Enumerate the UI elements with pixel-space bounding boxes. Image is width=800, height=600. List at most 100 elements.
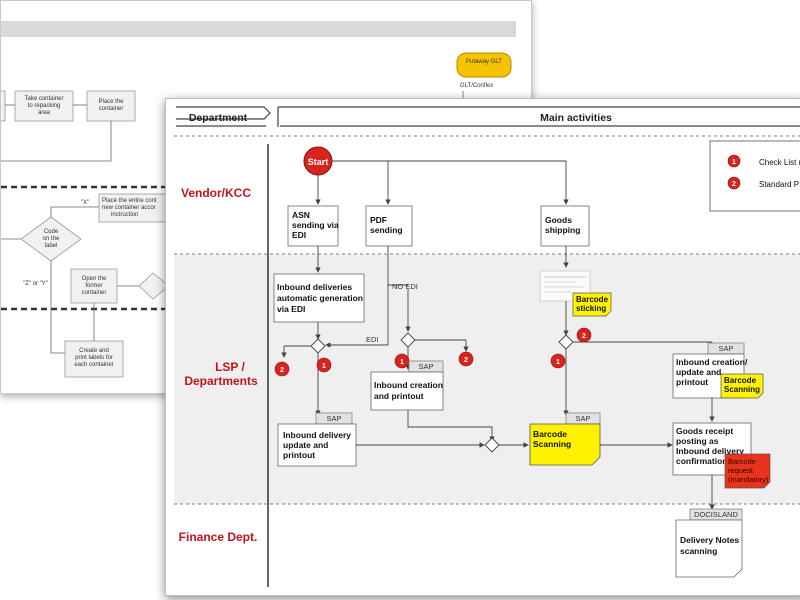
barcode-scanning-small-l1: Barcode [724, 376, 757, 385]
docisland-tab-label: DOCISLAND [694, 510, 738, 519]
delivery-notes-l2: scanning [680, 546, 717, 556]
marker-2a: 2 [280, 367, 284, 374]
take-container-box [14, 90, 74, 122]
place-entire-l3: instruction [111, 212, 138, 218]
barcode-sticking-note [572, 292, 612, 317]
pdf-l2: sending [370, 225, 403, 235]
front-diagram: Department Main activities Vendor/KCC LS… [174, 106, 800, 587]
barcode-request-l1: Barcode [728, 457, 756, 466]
legend-label-1: Check List ( [759, 158, 800, 167]
delivery-notes-l1: Delivery Notes [680, 535, 739, 545]
barcode-request-l2: request [728, 466, 754, 475]
lane-lsp-l2: Departments [184, 374, 258, 388]
legend-num-2: 2 [732, 181, 736, 188]
inbound-creation-update-l1: Inbound creation/ [676, 357, 748, 367]
header-main-activities: Main activities [540, 112, 612, 124]
code-l2: on the [43, 236, 60, 242]
x-label: "X" [81, 200, 89, 206]
inbound-creation-l2: and printout [374, 391, 424, 401]
start-label: Start [308, 157, 329, 167]
pdf-box [365, 205, 413, 247]
back-diagram: Putaway GLT GLT/Conflex Take container t… [1, 21, 531, 378]
pdf-l1: PDF [370, 215, 387, 225]
barcode-scanning-small-l2: Scanning [724, 385, 760, 394]
lane-lsp-l1: LSP / [215, 360, 245, 374]
asn-l2: sending via [292, 220, 339, 230]
front-sheet: Department Main activities Vendor/KCC LS… [165, 98, 800, 596]
lane-finance: Finance Dept. [179, 530, 258, 544]
goods-receipt-l1: Goods receipt [676, 426, 733, 436]
header-department: Department [189, 112, 248, 124]
sap-tab-1-label: SAP [418, 362, 433, 371]
putaway-label: Putaway GLT [466, 59, 502, 65]
lane-vendor: Vendor/KCC [181, 186, 251, 200]
open-former-l1: Open the [82, 276, 107, 282]
sap-tab-2-label: SAP [326, 414, 341, 423]
take-container-l3: area [38, 110, 51, 116]
inbound-auto-l3: via EDI [277, 304, 305, 314]
inbound-creation-l1: Inbound creation [374, 380, 443, 390]
inbound-delivery-update-l3: printout [283, 450, 315, 460]
open-former-box [70, 268, 118, 304]
legend-num-1: 1 [732, 159, 736, 166]
barcode-scanning-small-note [720, 373, 764, 399]
putaway-box [456, 52, 512, 78]
inbound-delivery-update-l1: Inbound delivery [283, 430, 351, 440]
barcode-scanning-main-l1: Barcode [533, 429, 567, 439]
take-container-l2: to repacking [28, 103, 61, 109]
inbound-delivery-update-box [277, 423, 357, 467]
inbound-creation-update-l3: printout [676, 377, 708, 387]
asn-l1: ASN [292, 210, 310, 220]
goods-receipt-l2: posting as [676, 436, 719, 446]
marker-1c: 1 [556, 359, 560, 366]
create-print-box [64, 340, 124, 378]
marker-2b: 2 [464, 357, 468, 364]
goods-receipt-l3: Inbound delivery [676, 446, 744, 456]
barcode-request-l3: (mandatory) [728, 475, 769, 484]
barcode-sticking-l1: Barcode [576, 295, 609, 304]
marker-2c: 2 [582, 333, 586, 340]
marker-1a: 1 [322, 363, 326, 370]
edi-label: EDI [366, 335, 379, 344]
goods-shipping-box [540, 205, 590, 247]
glt-label: GLT/Conflex [460, 83, 493, 89]
legend-label-2: Standard P [759, 180, 799, 189]
sap-tab-3-label: SAP [575, 414, 590, 423]
place-container-l2: container [99, 106, 124, 112]
place-entire-l1: Place the entire cont [102, 198, 157, 204]
create-print-l3: each container [74, 362, 113, 368]
open-former-l3: container [82, 290, 107, 296]
asn-box [287, 205, 339, 247]
barcode-sticking-l2: sticking [576, 304, 606, 313]
inbound-auto-box [273, 273, 365, 323]
take-container-l1: Take container [24, 96, 63, 102]
delivery-notes-box [675, 519, 743, 578]
open-former-l2: former [85, 283, 102, 289]
barcode-scanning-note [529, 423, 601, 466]
decision-join [484, 437, 500, 453]
barcode-request-note [724, 453, 771, 489]
code-l3: label [45, 243, 58, 249]
place-entire-box [98, 193, 178, 223]
goods-shipping-l2: shipping [545, 225, 580, 235]
place-entire-l2: new container accor [102, 205, 156, 211]
sap-tab-4-label: SAP [718, 344, 733, 353]
asn-l3: EDI [292, 230, 306, 240]
inbound-delivery-update-l2: update and [283, 440, 328, 450]
inbound-auto-l1: Inbound deliveries [277, 282, 352, 292]
inbound-creation-box [370, 371, 444, 411]
back-header-bar [1, 21, 516, 37]
create-print-l2: print labels for [75, 355, 113, 361]
code-l1: Code [44, 229, 59, 235]
goods-shipping-l1: Goods [545, 215, 572, 225]
marker-1b: 1 [400, 359, 404, 366]
barcode-scanning-main-l2: Scanning [533, 439, 571, 449]
inbound-auto-l2: automatic generation [277, 293, 363, 303]
create-print-l1: Create and [79, 348, 109, 354]
z-or-y-label: "Z" or "Y" [23, 281, 48, 287]
legend-box [709, 140, 800, 212]
place-container-l1: Place the [98, 99, 124, 105]
goods-receipt-l4: confirmation [676, 456, 727, 466]
inbound-creation-update-l2: update and [676, 367, 721, 377]
no-edi-label: NO EDI [392, 282, 418, 291]
